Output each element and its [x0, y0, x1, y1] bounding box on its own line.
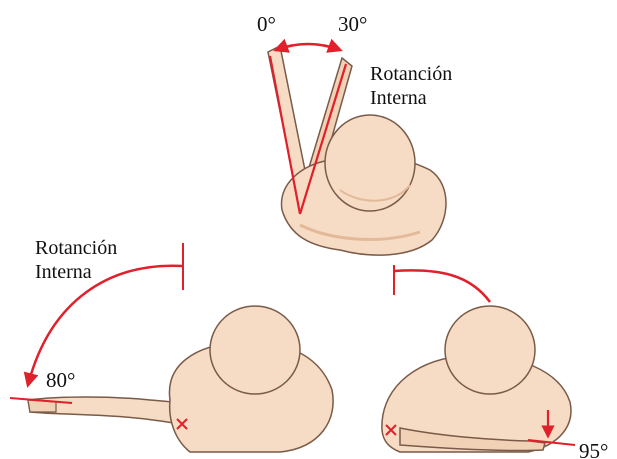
right-head — [445, 306, 535, 394]
top-caption: Rotanción Interna — [370, 62, 452, 110]
left-caption-line1: Rotanción — [35, 236, 117, 260]
top-caption-line1: Rotanción — [370, 62, 452, 86]
right-curved-arrow-icon — [394, 270, 490, 302]
right-figure — [382, 265, 575, 452]
left-angle-label: 80° — [46, 370, 75, 391]
top-head — [325, 115, 415, 211]
left-head — [210, 306, 300, 394]
left-caption: Rotanción Interna — [35, 236, 117, 284]
left-caption-line2: Interna — [35, 260, 117, 284]
top-angle-end-label: 30° — [338, 14, 367, 35]
top-caption-line2: Interna — [370, 86, 452, 110]
top-angle-arc-icon — [276, 44, 340, 50]
top-angle-start-label: 0° — [257, 14, 276, 35]
right-angle-label: 95° — [579, 441, 608, 459]
